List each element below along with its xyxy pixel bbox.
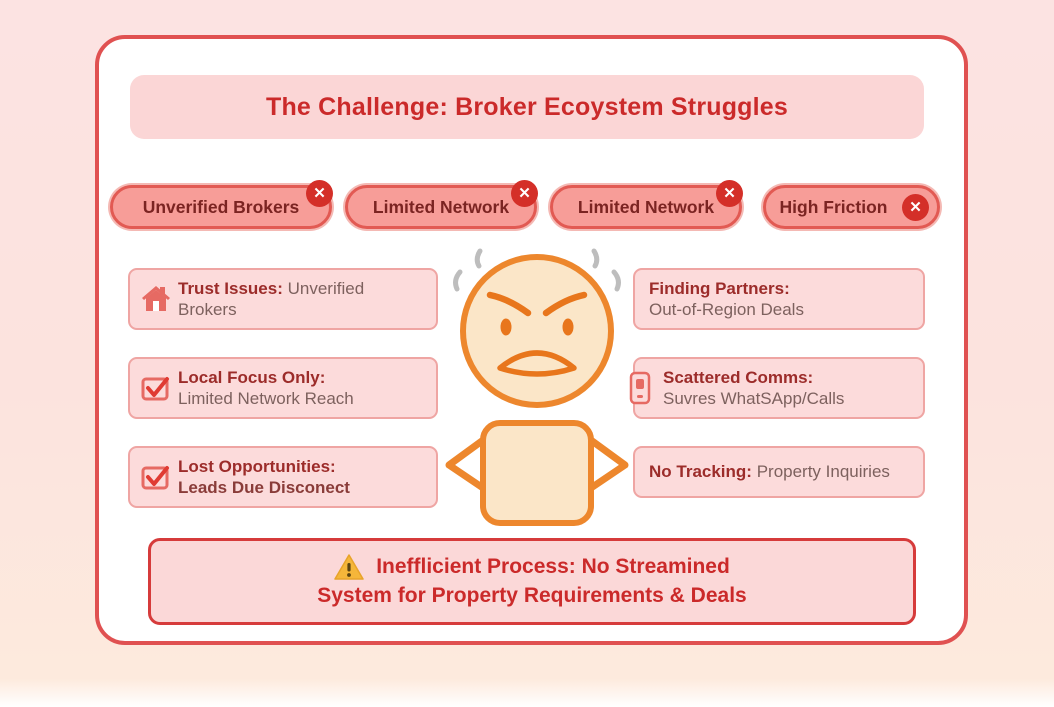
warning-icon (334, 554, 364, 580)
card-text: Lost Opportunities: Leads Due Disconect (178, 456, 350, 499)
card-text: No Tracking: Property Inquiries (649, 461, 890, 482)
card-title: Trust Issues: (178, 278, 288, 298)
card-no-tracking: No Tracking: Property Inquiries (633, 446, 925, 498)
card-detail: Unverified Brokers (178, 278, 365, 319)
card-text: Scattered Comms: Suvres WhatSApp/Calls (663, 367, 844, 410)
eye (562, 318, 574, 336)
close-icon[interactable]: ✕ (306, 180, 333, 207)
checkbox-icon (141, 377, 169, 401)
banner-text-2: System for Property Requirements & Deals (317, 583, 747, 607)
checkbox-icon (141, 466, 169, 490)
chip-label: Limited Network (372, 196, 510, 217)
head (460, 254, 614, 408)
angry-person-illustration (445, 248, 629, 526)
card-lost-opportunities: Lost Opportunities: Leads Due Disconect (128, 446, 438, 508)
chip-limited-network-2[interactable]: Limited Network ✕ (550, 180, 743, 229)
chip-high-friction[interactable]: High Friction ✕ (763, 185, 940, 229)
card-detail: Leads Due Disconect (178, 478, 350, 497)
card-scattered-comms: Scattered Comms: Suvres WhatSApp/Calls (629, 357, 925, 419)
house-icon (142, 286, 170, 311)
body (480, 420, 594, 526)
anger-marks-icon (453, 248, 621, 292)
eye (500, 318, 512, 336)
banner-line1: Inefflicient Process: No Streamined (334, 553, 730, 581)
chip-label: High Friction (779, 196, 888, 217)
card-detail: Property Inquiries (756, 462, 890, 482)
angry-eyebrows (486, 291, 588, 317)
page-title: The Challenge: Broker Ecoystem Struggles (130, 75, 924, 139)
card-local-focus: Local Focus Only: Limited Network Reach (128, 357, 438, 419)
close-icon[interactable]: ✕ (716, 180, 743, 207)
card-title: Lost Opportunities: (178, 456, 336, 476)
chip-label: Limited Network (577, 196, 715, 217)
card-title: No Tracking: (649, 462, 757, 482)
card-detail: Limited Network Reach (178, 389, 354, 408)
card-text: Local Focus Only: Limited Network Reach (178, 367, 354, 410)
page-title-text: The Challenge: Broker Ecoystem Struggles (265, 92, 789, 121)
card-text: Finding Partners: Out-of-Region Deals (649, 278, 804, 321)
card-finding-partners: Finding Partners: Out-of-Region Deals (633, 268, 925, 330)
close-icon[interactable]: ✕ (902, 194, 929, 221)
warning-banner: Inefflicient Process: No Streamined Syst… (148, 538, 916, 625)
phone-icon (629, 371, 651, 405)
banner-text-1: Inefflicient Process: No Streamined (376, 555, 730, 579)
chip-unverified-brokers[interactable]: Unverified Brokers ✕ (110, 180, 333, 229)
banner-line2: System for Property Requirements & Deals (317, 582, 746, 610)
close-icon[interactable]: ✕ (511, 180, 538, 207)
card-title: Local Focus Only: (178, 367, 326, 387)
card-detail: Out-of-Region Deals (649, 300, 804, 319)
card-trust-issues: Trust Issues: Unverified Brokers (128, 268, 438, 330)
card-title: Finding Partners: (649, 278, 790, 298)
chip-limited-network-1[interactable]: Limited Network ✕ (345, 180, 538, 229)
card-text: Trust Issues: Unverified Brokers (178, 278, 424, 321)
frown-mouth (497, 350, 577, 377)
card-detail: Suvres WhatSApp/Calls (663, 389, 845, 408)
card-title: Scattered Comms: (663, 367, 814, 387)
arms (445, 434, 629, 494)
chip-label: Unverified Brokers (142, 196, 300, 217)
